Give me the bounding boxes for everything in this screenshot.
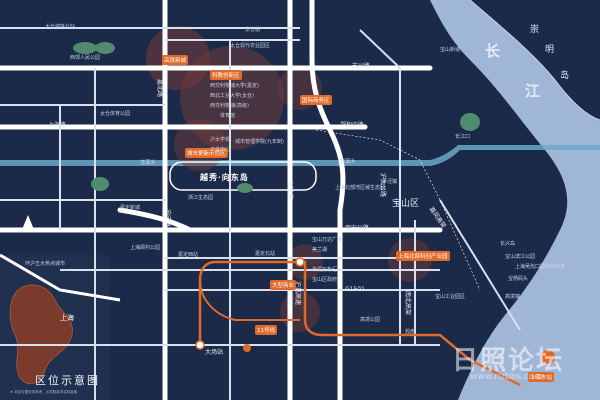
- tag-dongzhan: 上海东站: [528, 372, 555, 382]
- road-g1501: G1501: [345, 286, 365, 293]
- tag-science: 科教创新区: [210, 70, 242, 80]
- chongming-island: [470, 0, 600, 120]
- place-shiji: 西郊人民公园: [70, 55, 101, 61]
- right-r10: 长江口: [455, 134, 471, 140]
- island-label-3: 岛: [560, 71, 570, 81]
- park-3: [91, 177, 109, 191]
- island-label-1: 崇: [530, 25, 540, 35]
- road-shanghai: 上海路: [48, 122, 67, 129]
- expressway-diag: [0, 253, 121, 302]
- road-nanbei: 南北高架: [404, 290, 412, 316]
- place-north-village: 太仓城铁北站: [45, 24, 76, 30]
- right-r17: 长兴岛: [500, 241, 516, 247]
- road-baoan: 宝安公路: [345, 225, 370, 232]
- inset-title: 环沪五大热点城市: [25, 261, 66, 267]
- right-r7: 宝山滨江公园: [505, 254, 536, 260]
- inset-city: 上海: [60, 314, 74, 322]
- right-r2: 上海北部湾区域生态园: [335, 185, 386, 191]
- tag-north-park: 上海北部科创产业园: [396, 251, 450, 261]
- metro-line-11: [198, 260, 521, 387]
- watermark-url: www.rizbbs.com: [470, 372, 544, 382]
- road-huning: 沪宁高速: [164, 208, 172, 234]
- road-suchuan: 苏川路: [352, 63, 371, 70]
- place-hsbc: 上海顾村公园: [130, 245, 161, 251]
- edu-5: 城市管理学院(九年制): [235, 139, 284, 145]
- place-songnan: 淞南: [405, 329, 416, 335]
- island-edge: [469, 0, 600, 121]
- edu-1: 西交利物浦大学(嘉定): [210, 83, 259, 89]
- line11-tag: 11号线: [255, 325, 277, 335]
- canal: [0, 145, 600, 166]
- edu-8: 浙江生态园: [188, 195, 214, 201]
- map-note: ★ 本区位图仅供参考，示意距离非实际距离: [10, 390, 78, 394]
- right-r6: 宝山区政府: [312, 277, 338, 283]
- canal-label: 蕰藻浜: [340, 159, 356, 165]
- tag-highspeed: 高铁新城: [162, 55, 189, 65]
- right-r4: 宝山万达广场: [312, 237, 343, 243]
- park-4: [460, 113, 480, 131]
- road-jiabei: 嘉北路: [156, 78, 164, 98]
- edu-4: 体育馆: [220, 113, 236, 119]
- road-zhenghe: 郑和中路: [340, 122, 365, 129]
- right-r12: 高境镇: [505, 294, 521, 300]
- edu-3: 西交利物浦(高级): [210, 103, 249, 109]
- place-modern-ag: 太仓现代农业园区: [230, 43, 271, 49]
- park-2: [95, 42, 115, 54]
- place-guanghua: 嘉定新城: [120, 205, 141, 211]
- right-r11: 宝山工业园区: [435, 294, 466, 300]
- place-meilan: 美兰湖: [312, 247, 328, 253]
- dacheng-station: 大场站: [205, 349, 224, 356]
- canal-label-2: 蕰藻浜: [140, 160, 156, 166]
- yangtze-river: [430, 0, 600, 400]
- right-r5: 华润万象汇: [312, 267, 338, 273]
- tag-mall: 大型商业: [270, 280, 297, 290]
- river-label-1: 长: [485, 42, 501, 60]
- island-label-2: 明: [545, 45, 555, 55]
- tag-renewal: 城市更新示范区: [185, 148, 228, 158]
- project-name: 越秀·向东岛: [200, 172, 249, 182]
- place-gaojing: 高境公园: [360, 317, 381, 323]
- place-jiading-north: 嘉定北站: [255, 251, 276, 257]
- metro-line-11b: [199, 279, 300, 321]
- river-label-2: 江: [525, 82, 541, 100]
- district-label: 宝山区: [392, 199, 420, 209]
- park-5: [237, 183, 253, 193]
- compass: [21, 215, 35, 232]
- tag-business: 国际商务区: [300, 95, 332, 105]
- right-r8: 上海吴淞口国际邮轮港: [515, 264, 566, 270]
- map-title: 区位示意图: [35, 374, 100, 387]
- road-chengbei: 城北路: [286, 181, 294, 201]
- place-jiading-west: 嘉定西站: [178, 252, 199, 258]
- right-r9: 宝杨码头: [508, 276, 529, 282]
- place-taicang-station: 太仓站: [245, 27, 261, 33]
- edu-2: 西北工业大学(太仓): [210, 93, 254, 99]
- edu-6: 沪太学校: [210, 137, 231, 143]
- district-boundary: [315, 129, 481, 291]
- place-taicang-cs: 太仓体育公园: [100, 111, 131, 117]
- right-r1: 罗泾镇: [382, 179, 398, 185]
- shanghai-outline: [9, 284, 73, 385]
- right-r14: 宝山新城: [440, 47, 461, 53]
- park-1: [73, 42, 97, 54]
- edu-7: 文体中心: [210, 147, 231, 153]
- watermark-logo: 日照论坛: [452, 346, 565, 376]
- glow-4: [174, 119, 226, 171]
